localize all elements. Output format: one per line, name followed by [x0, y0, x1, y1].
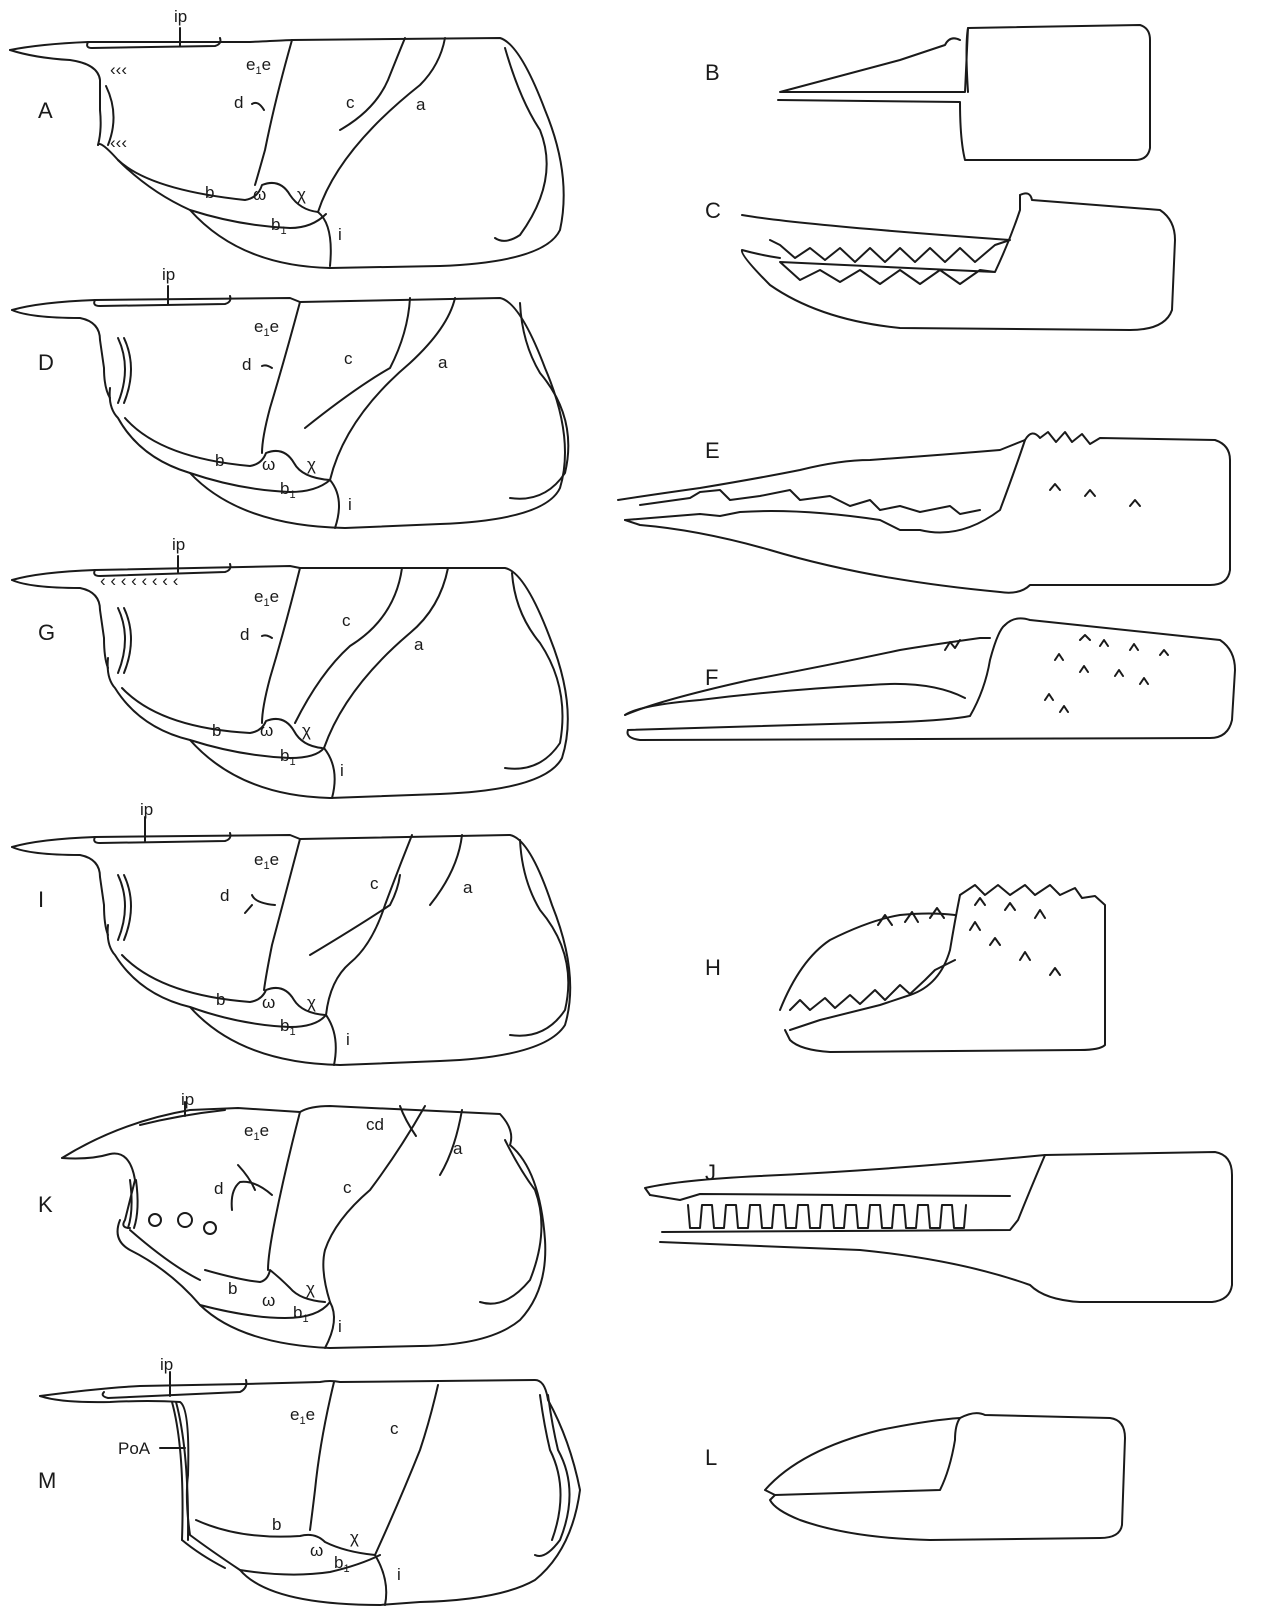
panel-letter-j: J [705, 1160, 716, 1185]
label-omega-m: ω [310, 1541, 323, 1560]
label-c-d: c [344, 349, 353, 368]
label-cd-k: cd [366, 1115, 384, 1134]
carapace-panel-d: D ip e1e d c a b ω χ b1 i [12, 265, 568, 528]
label-chi-m: χ [350, 1528, 359, 1547]
label-a-k: a [453, 1139, 463, 1158]
label-omega-a: ω [253, 185, 266, 204]
label-c-i: c [370, 874, 379, 893]
label-b-k: b [228, 1279, 237, 1298]
label-b1-g: b1 [280, 746, 296, 768]
label-omega-i: ω [262, 993, 275, 1012]
label-ee-k: e1e [244, 1121, 269, 1143]
carapace-panel-g: G ip ‹ ‹ ‹ ‹ ‹ ‹ ‹ ‹ e1e d c a b ω χ b1 … [12, 535, 568, 798]
label-d-k: d [214, 1179, 223, 1198]
label-ee-d: e1e [254, 317, 279, 339]
label-ip-a: ip [174, 7, 187, 26]
label-chi-a: χ [297, 185, 306, 204]
label-b-m: b [272, 1515, 281, 1534]
label-c-g: c [342, 611, 351, 630]
label-b-d: b [215, 451, 224, 470]
label-omega-g: ω [260, 721, 273, 740]
label-b-a: b [205, 183, 214, 202]
label-b-i: b [216, 990, 225, 1009]
carapace-panel-k: K ip e1e d cd c a b ω χ b1 i [38, 1090, 545, 1348]
label-a-d: a [438, 353, 448, 372]
chela-panel-h: H [705, 885, 1105, 1052]
label-a-a: a [416, 95, 426, 114]
spines-a-lower: ‹‹‹ [110, 133, 127, 152]
chela-panel-e: E [618, 432, 1230, 593]
label-i-d: i [348, 495, 352, 514]
label-chi-g: χ [302, 721, 311, 740]
label-chi-d: χ [307, 455, 316, 474]
chela-panel-f: F [625, 618, 1235, 740]
label-i-a: i [338, 225, 342, 244]
carapace-panel-i: I ip e1e d c a b ω χ b1 i [12, 800, 570, 1065]
panel-letter-g: G [38, 620, 55, 645]
label-b1-k: b1 [293, 1303, 309, 1325]
panel-letter-i: I [38, 887, 44, 912]
label-b1-d: b1 [280, 479, 296, 501]
label-c-k: c [343, 1178, 352, 1197]
label-ip-k: ip [181, 1090, 194, 1109]
chela-panel-c: C [705, 193, 1175, 330]
label-d-g: d [240, 625, 249, 644]
label-chi-k: χ [306, 1279, 315, 1298]
label-a-i: a [463, 878, 473, 897]
label-d-d: d [242, 355, 251, 374]
panel-letter-k: K [38, 1192, 53, 1217]
label-d-a: d [234, 93, 243, 112]
label-b1-a: b1 [271, 215, 287, 237]
label-ee-a: e1e [246, 55, 271, 77]
label-b1-m: b1 [334, 1553, 350, 1575]
label-i-k: i [338, 1317, 342, 1336]
label-c-a: c [346, 93, 355, 112]
label-ee-g: e1e [254, 587, 279, 609]
spines-g: ‹ ‹ ‹ ‹ ‹ ‹ ‹ ‹ [100, 571, 178, 590]
label-ip-g: ip [172, 535, 185, 554]
spines-a-upper: ‹‹‹ [110, 60, 127, 79]
label-ip-m: ip [160, 1355, 173, 1374]
panel-letter-f: F [705, 665, 718, 690]
chela-panel-j: J [645, 1152, 1232, 1302]
label-i-i: i [346, 1030, 350, 1049]
label-chi-i: χ [307, 993, 316, 1012]
label-a-g: a [414, 635, 424, 654]
label-b-g: b [212, 721, 221, 740]
label-ee-i: e1e [254, 850, 279, 872]
label-ee-m: e1e [290, 1405, 315, 1427]
label-d-i: d [220, 886, 229, 905]
panel-letter-m: M [38, 1468, 56, 1493]
label-poa-m: PoA [118, 1439, 151, 1458]
chela-panel-l: L [705, 1413, 1125, 1540]
label-i-m: i [397, 1565, 401, 1584]
carapace-panel-m: M ip PoA e1e c b ω χ b1 i [38, 1355, 580, 1605]
label-omega-k: ω [262, 1291, 275, 1310]
label-c-m: c [390, 1419, 399, 1438]
chela-panel-b: B [705, 25, 1150, 160]
panel-letter-b: B [705, 60, 720, 85]
panel-letter-e: E [705, 438, 720, 463]
panel-letter-d: D [38, 350, 54, 375]
label-omega-d: ω [262, 455, 275, 474]
label-b1-i: b1 [280, 1016, 296, 1038]
label-ip-d: ip [162, 265, 175, 284]
panel-letter-a: A [38, 98, 53, 123]
panel-letter-c: C [705, 198, 721, 223]
panel-letter-l: L [705, 1445, 717, 1470]
label-ip-i: ip [140, 800, 153, 819]
carapace-panel-a: A ip ‹‹‹ ‹‹‹ e1e d c a b ω χ b1 i [10, 7, 564, 268]
panel-letter-h: H [705, 955, 721, 980]
label-i-g: i [340, 761, 344, 780]
